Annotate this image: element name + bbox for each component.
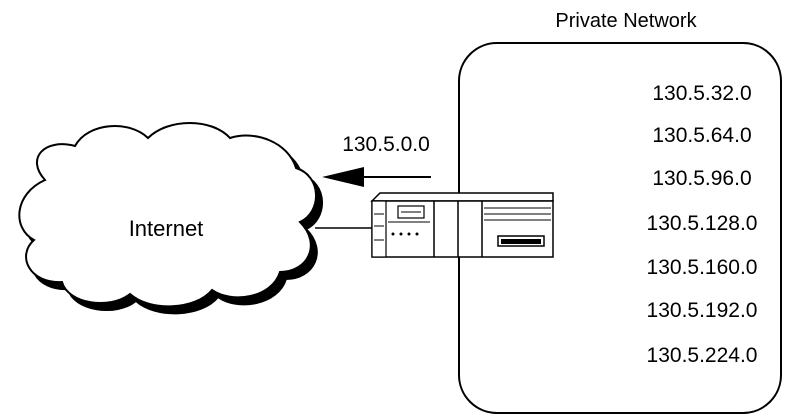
internet-label: Internet: [129, 216, 204, 241]
route-label: 130.5.0.0: [342, 133, 430, 156]
route-advertisement: 130.5.0.0: [322, 133, 431, 187]
internet-cloud-outline: [18, 122, 317, 308]
subnet-label: 130.5.64.0: [652, 124, 751, 147]
router-icon: [370, 192, 554, 258]
private-network: Private Network 130.5.32.0 130.5.64.0 13…: [458, 10, 782, 414]
subnet-label: 130.5.128.0: [647, 212, 758, 235]
subnet-list: 130.5.32.0 130.5.64.0 130.5.96.0 130.5.1…: [647, 82, 758, 367]
subnet-label: 130.5.192.0: [647, 299, 758, 322]
subnet-label: 130.5.160.0: [647, 256, 758, 279]
subnet-label: 130.5.32.0: [652, 82, 751, 105]
internet-cloud: Internet: [18, 122, 323, 315]
subnet-label: 130.5.96.0: [652, 167, 751, 190]
subnet-label: 130.5.224.0: [647, 344, 758, 367]
left-arrow-icon: [322, 167, 431, 187]
private-network-title: Private Network: [555, 10, 697, 32]
